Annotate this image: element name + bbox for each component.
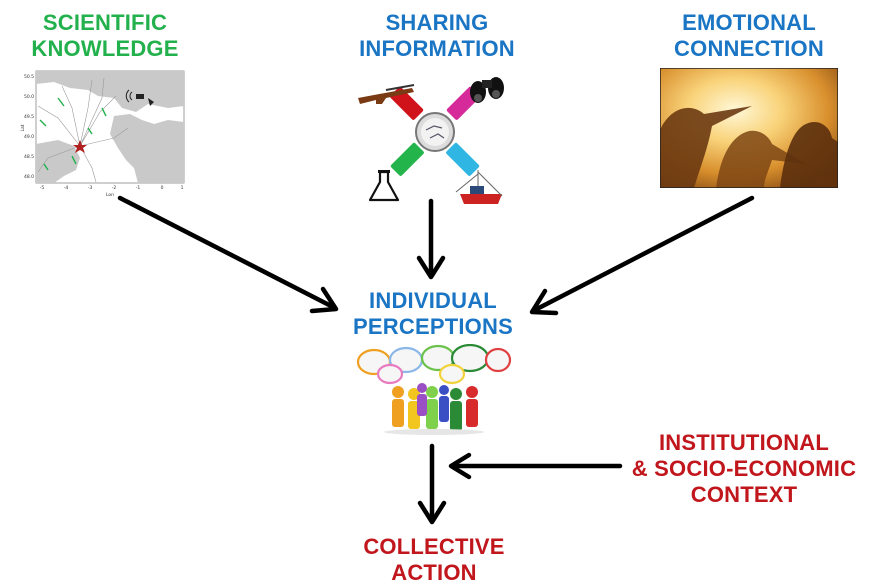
flask-icon bbox=[368, 170, 400, 202]
action-label-line1: COLLECTIVE bbox=[363, 534, 505, 559]
gannet-left bbox=[660, 106, 752, 188]
map-x-tick: -1 bbox=[136, 185, 141, 191]
people-figures bbox=[392, 383, 478, 431]
institutional-context-label: INSTITUTIONAL & SOCIO-ECONOMIC CONTEXT bbox=[622, 430, 866, 508]
context-label-line1: INSTITUTIONAL bbox=[658, 430, 830, 455]
rifle-icon bbox=[358, 84, 415, 104]
arrow-sharing-to-perceptions bbox=[416, 198, 446, 280]
map-y-tick: 50.0 bbox=[24, 94, 34, 100]
gannet-center bbox=[716, 130, 806, 188]
map-x-tick: -3 bbox=[88, 185, 93, 191]
collective-action-label: COLLECTIVE ACTION bbox=[344, 534, 524, 586]
gannet-right bbox=[780, 121, 838, 188]
emotional-label-line2: CONNECTION bbox=[674, 36, 824, 61]
map-foraging-zones bbox=[39, 97, 107, 171]
context-label-line2: & SOCIO-ECONOMIC bbox=[631, 456, 857, 481]
scientific-label-line2: KNOWLEDGE bbox=[31, 36, 179, 61]
map-y-tick: 49.0 bbox=[24, 134, 34, 140]
people-speech-illustration bbox=[352, 344, 512, 436]
scientific-label-line1: SCIENTIFIC bbox=[42, 10, 168, 35]
map-x-tick: -4 bbox=[64, 185, 69, 191]
map-x-tick: -5 bbox=[40, 185, 45, 191]
map-y-tick: 50.5 bbox=[24, 74, 34, 80]
figures-shadow bbox=[384, 429, 484, 435]
map-land-west bbox=[36, 140, 80, 183]
binoculars-icon bbox=[470, 77, 504, 103]
map-land-east bbox=[110, 114, 184, 183]
map-y-axis-title: Lat bbox=[20, 124, 26, 131]
context-label-line3: CONTEXT bbox=[690, 482, 798, 507]
gps-tag-icon bbox=[125, 89, 154, 106]
emotional-label-line1: EMOTIONAL bbox=[682, 10, 816, 35]
sharing-icons-cluster bbox=[352, 68, 522, 218]
action-label-line2: ACTION bbox=[391, 560, 477, 585]
speech-bubbles bbox=[356, 344, 512, 385]
individual-perceptions-label: INDIVIDUAL PERCEPTIONS bbox=[335, 288, 531, 340]
arrow-perceptions-to-action bbox=[417, 443, 447, 525]
map-land-north bbox=[36, 71, 184, 112]
scientific-knowledge-label: SCIENTIFIC KNOWLEDGE bbox=[20, 10, 190, 62]
sharing-information-label: SHARING INFORMATION bbox=[352, 10, 522, 62]
fishing-boat-icon bbox=[455, 170, 503, 204]
map-y-tick: 49.5 bbox=[24, 114, 34, 120]
map-x-tick: -2 bbox=[112, 185, 117, 191]
cross-bar-green bbox=[390, 142, 424, 176]
map-x-tick: 0 bbox=[161, 185, 164, 191]
map-x-axis-title: Lon bbox=[106, 192, 114, 198]
colony-star-icon bbox=[73, 140, 87, 153]
arrow-emotion-to-perceptions bbox=[529, 195, 755, 316]
sharing-label-line1: SHARING bbox=[385, 10, 489, 35]
cross-bar-cyan bbox=[446, 142, 480, 176]
map-y-tick: 48.0 bbox=[24, 174, 34, 180]
sharing-label-line2: INFORMATION bbox=[359, 36, 515, 61]
emotional-connection-label: EMOTIONAL CONNECTION bbox=[660, 10, 838, 62]
map-x-tick: 1 bbox=[181, 185, 184, 191]
arrow-knowledge-to-perceptions bbox=[117, 195, 339, 314]
map-y-tick: 48.5 bbox=[24, 154, 34, 160]
map-tracks bbox=[37, 77, 129, 183]
seabird-globe-icon bbox=[415, 112, 455, 152]
perceptions-label-line1: INDIVIDUAL bbox=[369, 288, 497, 313]
arrow-context-to-main bbox=[448, 452, 623, 480]
perceptions-label-line2: PERCEPTIONS bbox=[353, 314, 513, 339]
tracking-map: 50.5 50.0 49.5 49.0 48.5 48.0 -5 -4 -3 -… bbox=[18, 68, 188, 198]
gannet-photo bbox=[660, 68, 838, 188]
